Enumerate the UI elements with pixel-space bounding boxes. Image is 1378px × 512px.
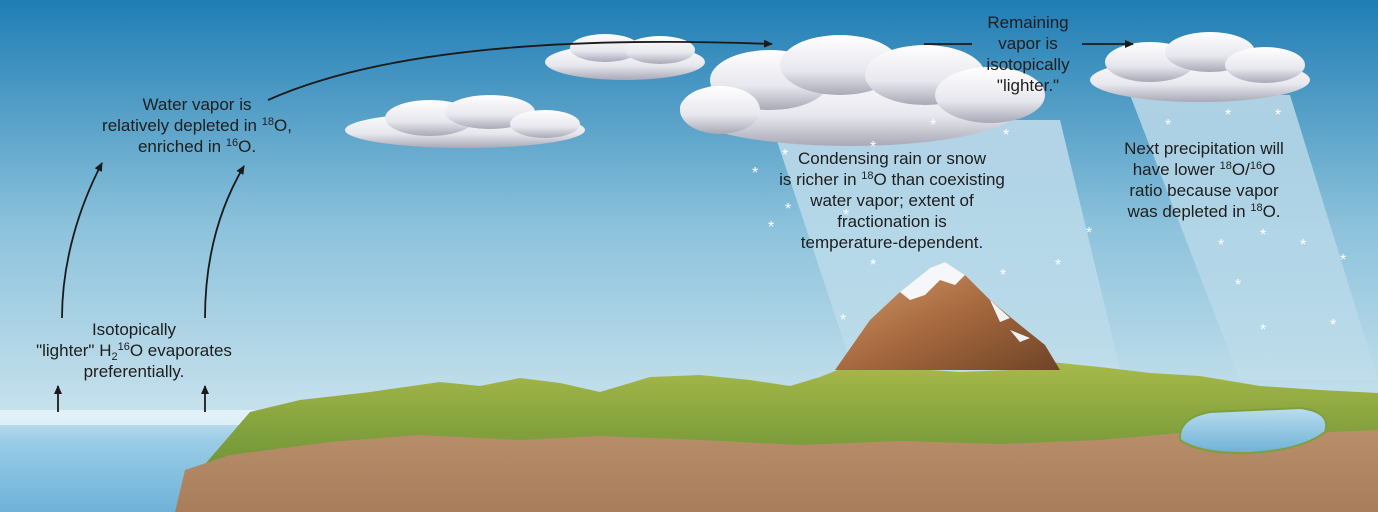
svg-text:*: * xyxy=(752,165,758,182)
svg-text:*: * xyxy=(1218,237,1224,254)
rising-arrow-right xyxy=(204,165,245,319)
rain-shaft-right xyxy=(1130,95,1378,380)
svg-text:*: * xyxy=(1300,237,1306,254)
vapor-label-line1: Water vapor is xyxy=(142,95,252,114)
evaporation-label: Isotopically "lighter" H216O evaporates … xyxy=(6,319,262,382)
svg-text:*: * xyxy=(930,117,936,134)
svg-text:*: * xyxy=(1003,127,1009,144)
svg-text:*: * xyxy=(1340,252,1346,269)
svg-text:*: * xyxy=(785,201,791,218)
svg-text:*: * xyxy=(1000,267,1006,284)
arrows xyxy=(54,39,1134,412)
next-label-line4: was depleted in 18O. xyxy=(1127,202,1281,221)
evaporation-label-line1: Isotopically xyxy=(91,320,177,339)
remaining-label-line4: "lighter." xyxy=(996,76,1060,95)
cloud-small-left xyxy=(345,95,585,148)
vapor-label: Water vapor is relatively depleted in 18… xyxy=(92,94,302,157)
svg-text:*: * xyxy=(1260,322,1266,339)
next-label-line2: have lower 18O/16O xyxy=(1132,160,1276,179)
svg-text:*: * xyxy=(1235,277,1241,294)
remaining-label-line2: vapor is xyxy=(998,34,1058,53)
rain-shaft-center xyxy=(770,120,1125,390)
svg-text:*: * xyxy=(1055,257,1061,274)
svg-text:*: * xyxy=(1086,225,1092,242)
transport-arrow xyxy=(267,39,773,101)
ground xyxy=(175,430,1378,512)
mountain xyxy=(835,262,1060,370)
condensing-label-line4: fractionation is xyxy=(837,212,947,231)
svg-text:*: * xyxy=(1275,107,1281,124)
condensing-label-line2: is richer in 18O than coexisting xyxy=(779,170,1005,189)
svg-text:*: * xyxy=(782,147,788,164)
snowflakes: * * * * * * * * * * * * * * * * * * * * * * * xyxy=(752,107,1346,339)
remaining-label-line1: Remaining xyxy=(987,13,1069,32)
evaporation-label-line2: "lighter" H216O evaporates xyxy=(36,341,232,363)
evaporation-label-line3: preferentially. xyxy=(83,362,185,381)
svg-text:*: * xyxy=(870,139,876,156)
lake xyxy=(1178,406,1328,455)
condensing-label: Condensing rain or snow is richer in 18O… xyxy=(774,148,1010,253)
remaining-vapor-label: Remaining vapor is isotopically "lighter… xyxy=(966,12,1090,96)
next-label-line3: ratio because vapor xyxy=(1129,181,1279,200)
vapor-label-line2: relatively depleted in 18O, xyxy=(102,116,292,135)
svg-text:*: * xyxy=(1225,107,1231,124)
condensing-label-line3: water vapor; extent of xyxy=(810,191,974,210)
svg-text:*: * xyxy=(768,219,774,236)
vapor-label-line3: enriched in 16O. xyxy=(137,137,257,156)
svg-text:*: * xyxy=(870,257,876,274)
cloud-large-center xyxy=(680,35,1045,146)
condensing-label-line1: Condensing rain or snow xyxy=(797,149,987,168)
next-label-line1: Next precipitation will xyxy=(1124,139,1284,158)
condensing-label-line5: temperature-dependent. xyxy=(800,233,984,252)
svg-text:*: * xyxy=(1260,227,1266,244)
ocean-foam xyxy=(0,410,290,425)
svg-text:*: * xyxy=(1330,317,1336,334)
svg-text:*: * xyxy=(1165,117,1171,134)
cloud-right xyxy=(1090,32,1310,102)
rising-arrow-left xyxy=(61,162,103,319)
next-precipitation-label: Next precipitation will have lower 18O/1… xyxy=(1096,138,1312,222)
remaining-label-line3: isotopically xyxy=(986,55,1070,74)
cloud-small-top xyxy=(545,34,705,80)
svg-text:*: * xyxy=(840,312,846,329)
svg-text:*: * xyxy=(843,207,849,224)
